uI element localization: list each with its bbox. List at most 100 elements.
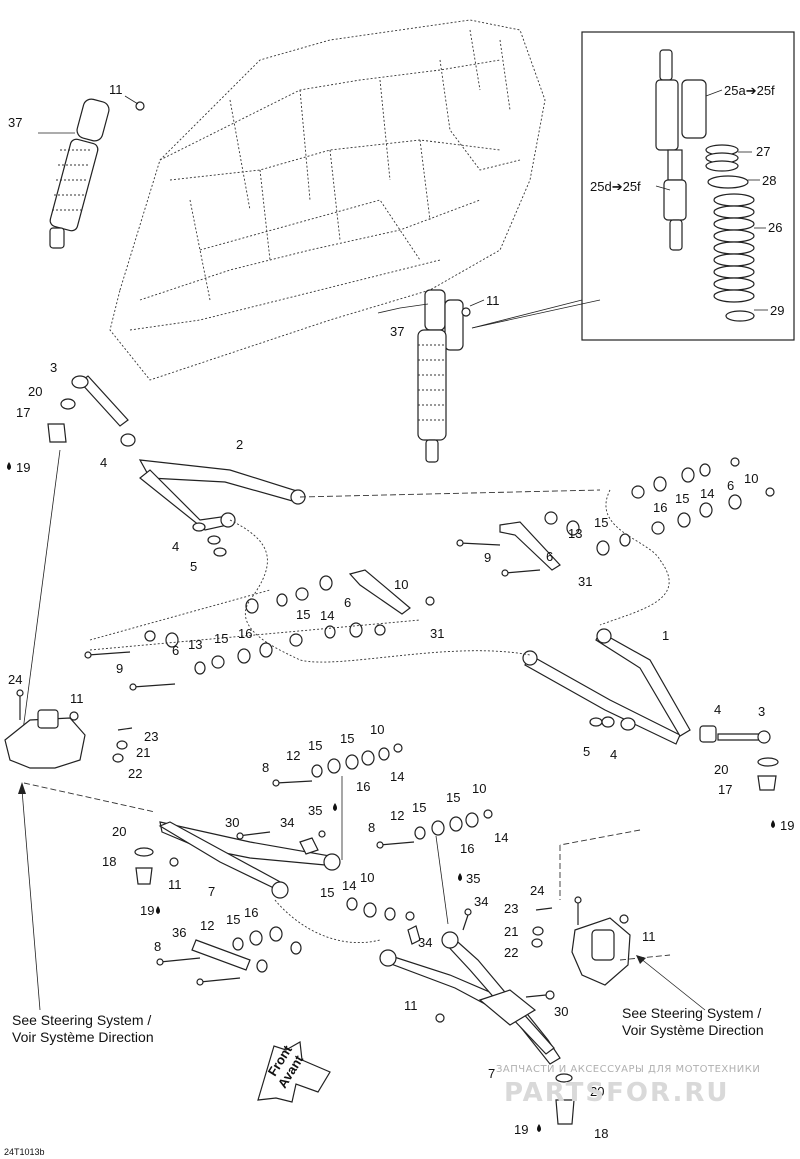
note-line: Voir Système Direction xyxy=(12,1029,154,1045)
callout: 7 xyxy=(488,1066,495,1081)
callout: 3 xyxy=(50,360,57,375)
callout: 19 xyxy=(140,903,154,918)
upper-arm-right xyxy=(522,628,779,791)
callout: 5 xyxy=(583,744,590,759)
callout: 15 xyxy=(296,607,310,622)
callout: 20 xyxy=(590,1084,604,1099)
callout: 13 xyxy=(568,526,582,541)
callout: 4 xyxy=(714,702,721,717)
callout: 26 xyxy=(768,220,782,235)
callout: 25d➔25f xyxy=(590,179,641,194)
lower-arm-right xyxy=(379,908,575,1125)
callout: 11 xyxy=(486,293,500,308)
callout: 25a➔25f xyxy=(724,83,775,98)
callout: 35 xyxy=(466,871,480,886)
callout: 14 xyxy=(700,486,714,501)
callout: 6 xyxy=(344,595,351,610)
bushing-stack-left xyxy=(84,519,531,691)
callout: 30 xyxy=(225,815,239,830)
callout: 10 xyxy=(370,722,384,737)
callout: 36 xyxy=(172,925,186,940)
callout: 15 xyxy=(214,631,228,646)
callout: 15 xyxy=(308,738,322,753)
callout: 35 xyxy=(308,803,322,818)
callout: 18 xyxy=(102,854,116,869)
callout: 14 xyxy=(320,608,334,623)
callout: 11 xyxy=(70,691,84,706)
callout: 15 xyxy=(226,912,240,927)
callout: 19 xyxy=(514,1122,528,1137)
callout: 15 xyxy=(675,491,689,506)
callout-labels: 11 37 25a➔25f 27 25d➔25f 28 26 29 11 37 … xyxy=(8,82,794,1141)
callout: 16 xyxy=(244,905,258,920)
callout: 9 xyxy=(116,661,123,676)
callout: 17 xyxy=(16,405,30,420)
callout: 11 xyxy=(109,82,123,97)
note-line: Voir Système Direction xyxy=(622,1022,764,1038)
callout: 31 xyxy=(578,574,592,589)
bushing-stack-right xyxy=(456,457,775,626)
callout: 10 xyxy=(394,577,408,592)
callout: 15 xyxy=(320,885,334,900)
callout: 14 xyxy=(494,830,508,845)
shock-detail-inset xyxy=(471,31,795,341)
callout: 6 xyxy=(172,643,179,658)
callout: 16 xyxy=(653,500,667,515)
callout: 6 xyxy=(546,549,553,564)
callout: 8 xyxy=(154,939,161,954)
callout: 20 xyxy=(112,824,126,839)
callout: 14 xyxy=(390,769,404,784)
callout: 19 xyxy=(780,818,794,833)
callout: 21 xyxy=(136,745,150,760)
steering-knuckle-left xyxy=(4,689,156,813)
callout: 15 xyxy=(412,800,426,815)
callout: 12 xyxy=(390,808,404,823)
steering-note-left: See Steering System / Voir Système Direc… xyxy=(12,1012,154,1046)
callout: 22 xyxy=(128,766,142,781)
callout: 1 xyxy=(662,628,669,643)
callout: 6 xyxy=(727,478,734,493)
callout: 17 xyxy=(718,782,732,797)
callout: 16 xyxy=(238,626,252,641)
callout: 4 xyxy=(172,539,179,554)
callout: 11 xyxy=(404,998,418,1013)
callout: 34 xyxy=(418,935,432,950)
callout: 37 xyxy=(390,324,404,339)
callout: 12 xyxy=(200,918,214,933)
callout: 5 xyxy=(190,559,197,574)
callout: 15 xyxy=(446,790,460,805)
drawing-code: 24T1013b xyxy=(4,1147,45,1157)
callout: 23 xyxy=(144,729,158,744)
note-line: See Steering System / xyxy=(622,1005,762,1021)
steering-knuckle-right xyxy=(531,829,671,986)
callout: 21 xyxy=(504,924,518,939)
callout: 18 xyxy=(594,1126,608,1141)
callout: 4 xyxy=(610,747,617,762)
callout: 34 xyxy=(280,815,294,830)
callout: 12 xyxy=(286,748,300,763)
callout: 8 xyxy=(262,760,269,775)
front-arrow: Front Avant xyxy=(257,1041,331,1103)
upper-arm-left xyxy=(21,375,601,739)
watermark-logo: PARTSFOR.RU xyxy=(504,1078,730,1108)
vehicle-frame xyxy=(109,19,546,381)
callout: 10 xyxy=(360,870,374,885)
callout: 10 xyxy=(472,781,486,796)
callout: 29 xyxy=(770,303,784,318)
callout: 23 xyxy=(504,901,518,916)
callout: 22 xyxy=(504,945,518,960)
lubricant-drop-icons xyxy=(7,462,775,1132)
callout: 14 xyxy=(342,878,356,893)
callout: 37 xyxy=(8,115,22,130)
callout: 34 xyxy=(474,894,488,909)
callout: 9 xyxy=(484,550,491,565)
callout: 16 xyxy=(460,841,474,856)
shock-absorber-middle xyxy=(377,289,485,463)
callout: 7 xyxy=(208,884,215,899)
callout: 27 xyxy=(756,144,770,159)
callout: 28 xyxy=(762,173,776,188)
callout: 2 xyxy=(236,437,243,452)
callout: 3 xyxy=(758,704,765,719)
callout: 8 xyxy=(368,820,375,835)
